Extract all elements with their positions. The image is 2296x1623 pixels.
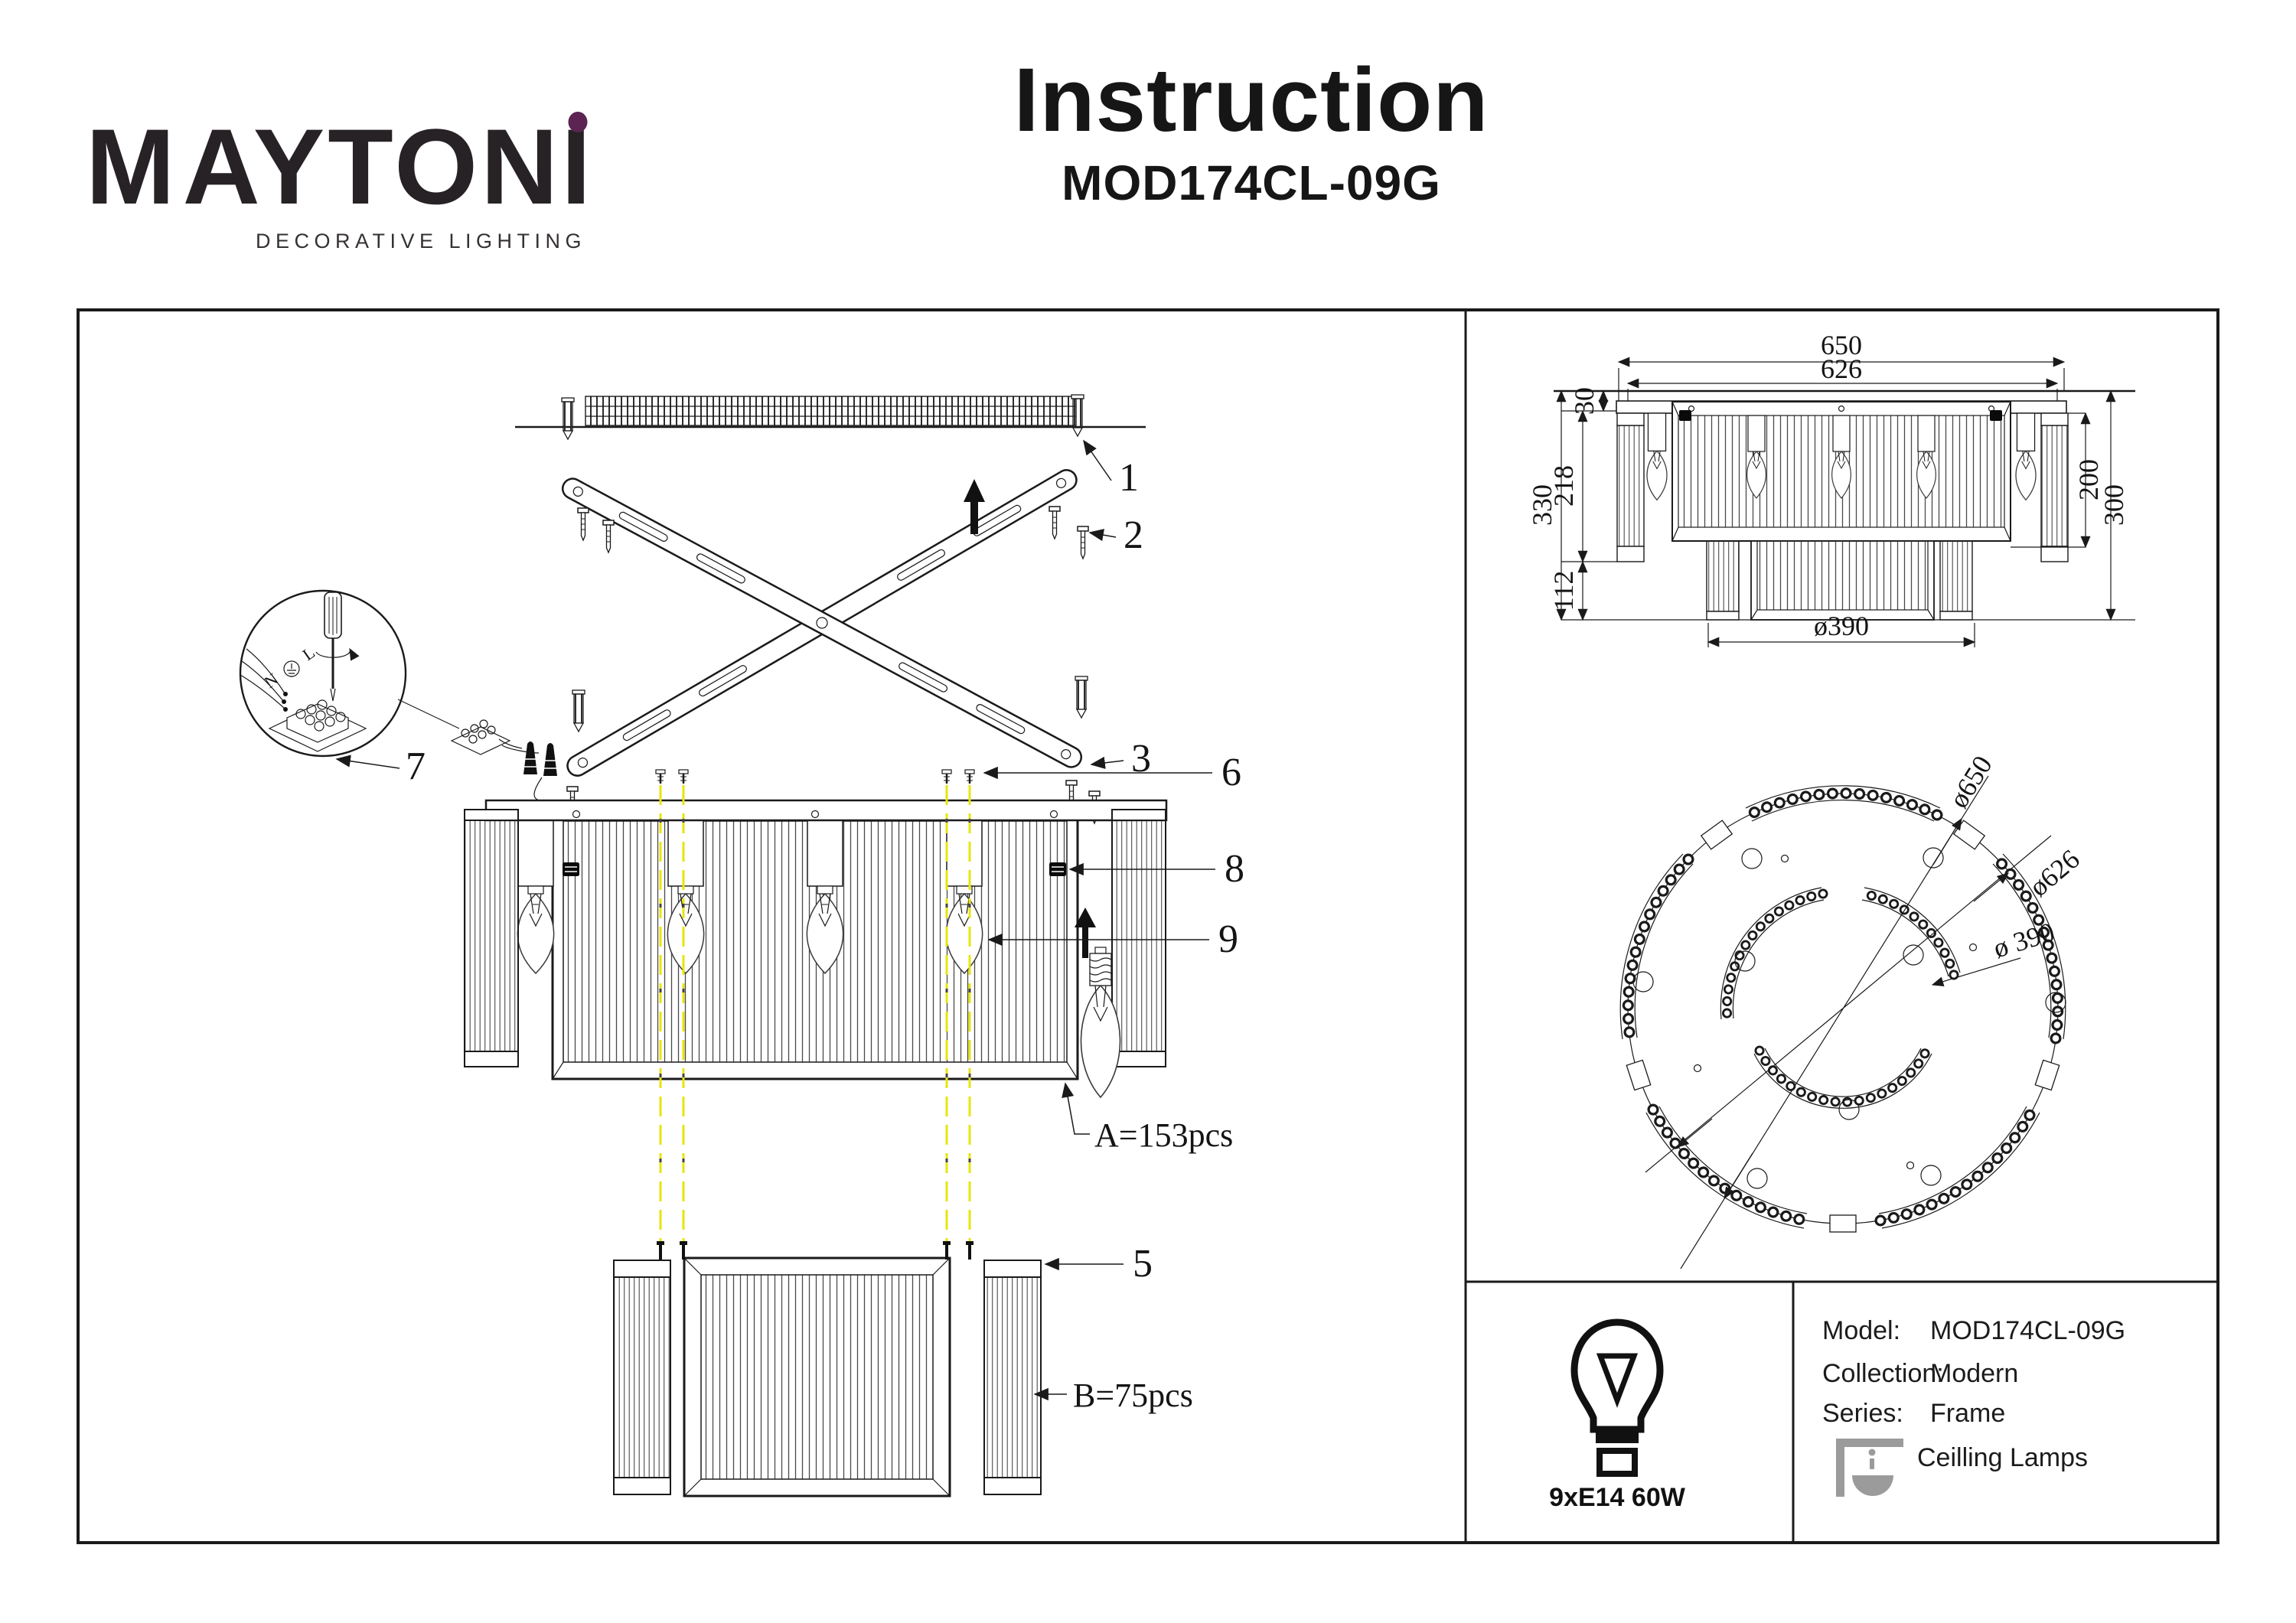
spec-table: 9xE14 60W Model: MOD174CL-09G Collection…	[1549, 1316, 2125, 1512]
wire-letter-l: L	[299, 643, 318, 664]
mounting-bracket-x	[558, 465, 1086, 781]
wire-nuts	[498, 738, 570, 802]
install-direction-arrow	[964, 479, 985, 534]
dim-650: 650	[1821, 330, 1862, 360]
terminal-block	[450, 719, 511, 755]
supply-wires	[240, 648, 288, 712]
part-label-6: 6	[1221, 751, 1241, 794]
ceiling-lamp-icon	[1836, 1439, 1903, 1497]
part-label-8: 8	[1225, 847, 1244, 891]
plan-dim-626: ø626	[2024, 843, 2086, 902]
part-label-9: 9	[1218, 917, 1238, 961]
series-value: Frame	[1930, 1399, 2005, 1428]
plan-view-drawing: ø650 ø626 ø 390	[1619, 751, 2086, 1269]
side-glass-panel-right	[1111, 809, 1166, 1067]
dim-300: 300	[2099, 484, 2129, 526]
part-label-3: 3	[1131, 737, 1151, 781]
maytoni-logo: M AYTON I DECORATIVE LIGHTING	[86, 106, 591, 253]
page-title: Instruction	[1013, 50, 1489, 151]
part-label-7: 7	[406, 745, 426, 788]
front-elevation-drawing: 650 626	[1527, 330, 2135, 647]
wall-plug-anchors	[561, 394, 1088, 732]
dim-626: 626	[1821, 354, 1862, 384]
part-label-2: 2	[1124, 513, 1143, 557]
model-value: MOD174CL-09G	[1930, 1316, 2125, 1345]
brand-letters-mid: AYTON	[182, 106, 562, 227]
suspension-threads	[659, 785, 971, 1259]
brand-tagline: DECORATIVE LIGHTING	[255, 230, 586, 253]
plate-holes	[1632, 847, 2066, 1189]
collection-label: Collection:	[1822, 1359, 1944, 1388]
count-label-b: B=75pcs	[1073, 1377, 1193, 1414]
instruction-diagram: 1 2 3	[77, 308, 2219, 1544]
brand-wordmark: M AYTON I	[86, 106, 591, 227]
type-value: Ceilling Lamps	[1917, 1443, 2088, 1472]
wiring-detail-circle: N L	[239, 589, 407, 758]
dim-200: 200	[2073, 459, 2104, 500]
series-label: Series:	[1822, 1399, 1903, 1428]
rim-tabs	[1626, 820, 2060, 1233]
ceiling-hatch	[515, 396, 1146, 429]
collection-value: Modern	[1930, 1359, 2018, 1388]
rim-bead-arcs	[1619, 785, 2066, 1229]
dim-112: 112	[1548, 571, 1579, 611]
brand-letter-m: M	[86, 106, 178, 227]
brand-letter-i: I	[561, 112, 594, 220]
dim-390: ø390	[1814, 611, 1869, 641]
title-block: Instruction MOD174CL-09G	[903, 50, 1600, 211]
page-model-number: MOD174CL-09G	[1062, 155, 1441, 210]
inner-bead-arcs	[1720, 887, 1961, 1109]
bulb-insert-arrow	[1075, 908, 1096, 958]
earth-symbol-icon	[283, 660, 300, 677]
dim-330: 330	[1527, 484, 1557, 526]
sheet-border	[77, 308, 2219, 1544]
screwdriver-icon	[315, 592, 360, 702]
wire-letter-n: N	[261, 669, 282, 692]
spare-bulb-e14	[1080, 947, 1121, 1099]
mounting-screws	[566, 506, 1101, 824]
model-label: Model:	[1822, 1316, 1900, 1345]
bulb-icon	[1570, 1318, 1664, 1477]
socket-clip-right	[1049, 862, 1067, 877]
canopy-plate	[484, 799, 1168, 822]
plan-dim-650: ø650	[1943, 751, 1998, 813]
bottom-panel-left	[613, 1260, 671, 1495]
bulb-spec-label: 9xE14 60W	[1549, 1483, 1686, 1512]
bottom-panel-center	[683, 1256, 951, 1498]
bottom-panel-right	[983, 1260, 1042, 1495]
socket-clip-left	[562, 862, 580, 877]
brand-accent-dot	[568, 112, 588, 132]
part-label-5: 5	[1133, 1242, 1153, 1286]
count-label-a: A=153pcs	[1094, 1116, 1233, 1154]
terminal-block-detail	[268, 699, 367, 752]
part-label-1: 1	[1119, 456, 1139, 500]
side-glass-panel-left	[464, 809, 519, 1067]
